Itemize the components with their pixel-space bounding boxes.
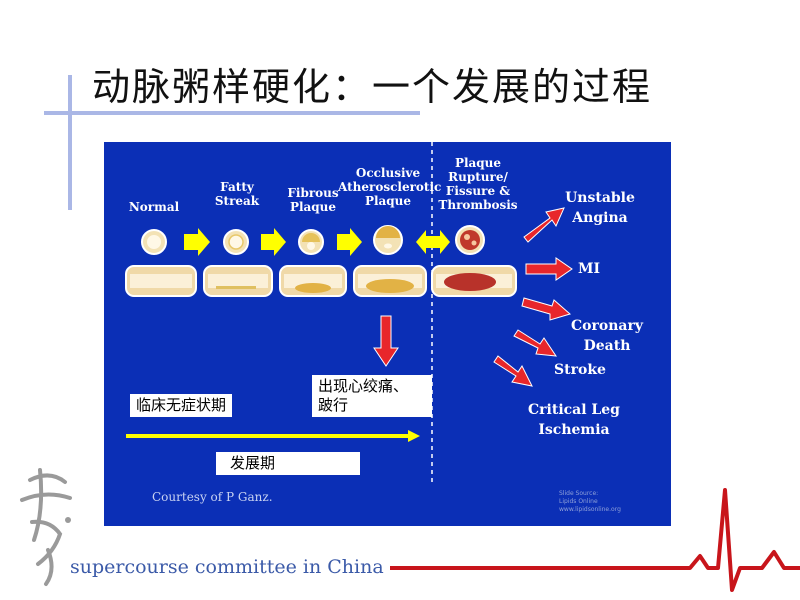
diagram-graphics xyxy=(125,142,573,482)
outcome-stroke: Stroke xyxy=(554,362,606,378)
stage-label-normal: Normal xyxy=(128,200,180,214)
arrow-stage-4 xyxy=(416,230,450,254)
annotation-asymptomatic: 临床无症状期 xyxy=(130,394,233,417)
arrow-stage-2 xyxy=(261,228,286,256)
arrow-to-critical-leg-ischemia xyxy=(493,355,533,387)
vessel-segment-3 xyxy=(279,265,347,297)
stage-label-occlusive-plaque: Occlusive Atherosclerotic Plaque xyxy=(338,166,442,208)
arrow-to-coronary-death xyxy=(521,297,572,321)
cross-section-occlusive-plaque xyxy=(373,225,403,255)
vessel-segment-1 xyxy=(125,265,197,297)
stage-label-plaque-rupture: Plaque Rupture/ Fissure & Thrombosis xyxy=(438,156,518,212)
vessel-segment-2 xyxy=(203,265,273,297)
annotation-symptoms: 出现心绞痛、 跛行 xyxy=(312,375,432,417)
ecg-line xyxy=(390,488,800,592)
footer-text: supercourse committee in China xyxy=(70,556,384,578)
slide-source-text: Slide Source: Lipids Online www.lipidson… xyxy=(559,490,621,513)
outcome-mi: MI xyxy=(577,261,601,277)
outcome-critical-leg-ischemia: Critical Leg Ischemia xyxy=(528,402,620,438)
courtesy-text: Courtesy of P Ganz. xyxy=(152,490,273,504)
calligraphy-logo xyxy=(20,468,72,586)
arrow-to-stroke xyxy=(513,329,558,357)
vessel-segment-5 xyxy=(431,265,517,297)
cross-section-fibrous-plaque xyxy=(298,229,324,255)
arrow-to-mi xyxy=(525,257,573,281)
outcome-coronary-death: Coronary Death xyxy=(571,318,643,354)
stage-label-fatty-streak: Fatty Streak xyxy=(214,180,260,208)
stage-label-fibrous-plaque: Fibrous Plaque xyxy=(287,186,339,214)
arrow-to-unstable-angina xyxy=(523,207,565,243)
slide-title: 动脉粥样硬化：一个发展的过程 xyxy=(92,65,653,109)
outcome-unstable-angina: Unstable Angina xyxy=(565,190,635,226)
vessel-segment-4 xyxy=(353,265,427,297)
arrow-stage-3 xyxy=(337,228,362,256)
cross-section-rupture xyxy=(455,225,485,255)
progression-arrow xyxy=(126,430,420,442)
atherosclerosis-diagram: Normal Fatty Streak Fibrous Plaque Occlu… xyxy=(104,142,671,526)
cross-section-fatty-streak xyxy=(223,229,249,255)
arrow-stage-1 xyxy=(184,228,210,256)
arrow-down-to-symptoms xyxy=(373,315,399,367)
cross-section-normal xyxy=(141,229,167,255)
annotation-progression: 发展期 xyxy=(216,452,360,475)
